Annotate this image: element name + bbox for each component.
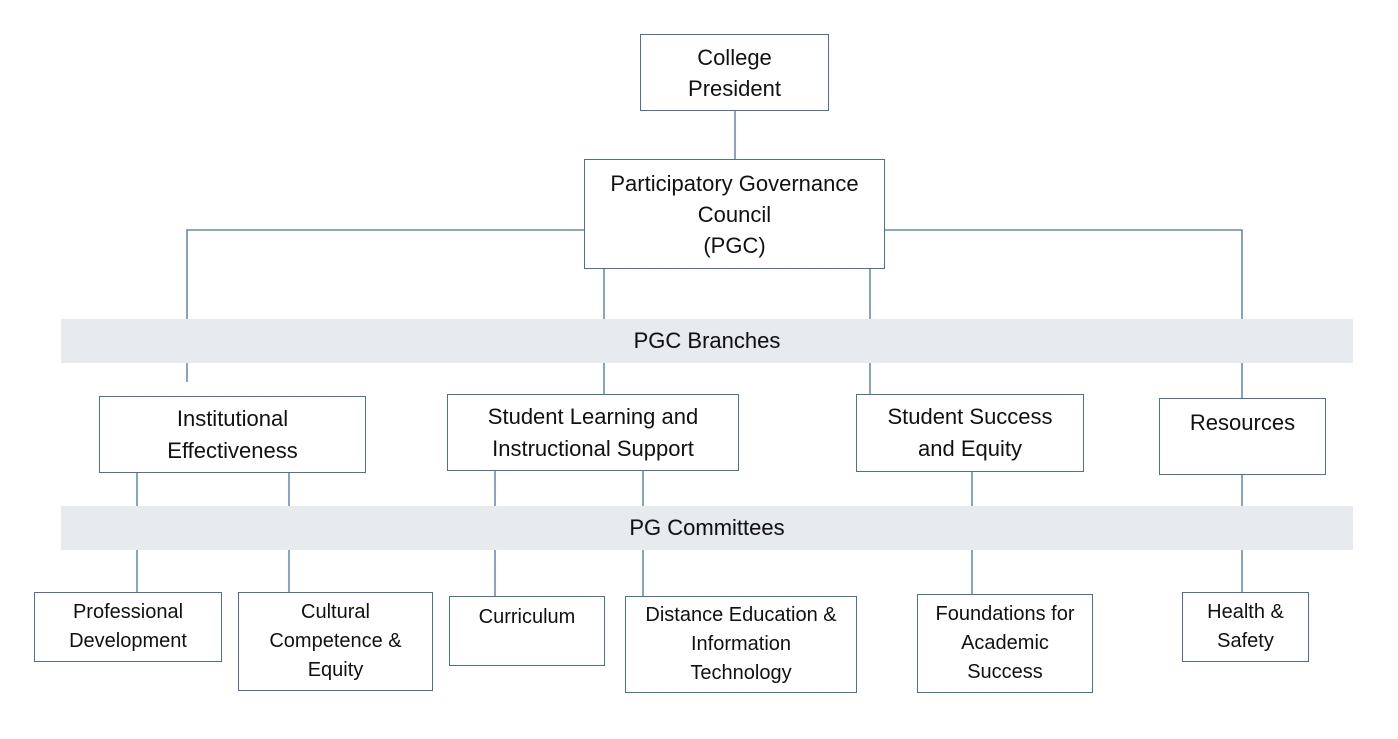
node-curriculum: Curriculum: [449, 596, 605, 666]
node-foundations-academic-success: Foundations for Academic Success: [917, 594, 1093, 693]
connector-pgc-resources: [884, 229, 1243, 399]
node-distance-education-information-technology: Distance Education & Information Technol…: [625, 596, 857, 693]
node-college-president: College President: [640, 34, 829, 111]
node-cultural-competence-equity: Cultural Competence & Equity: [238, 592, 433, 691]
node-professional-development: Professional Development: [34, 592, 222, 662]
node-student-learning-instructional-support: Student Learning and Instructional Suppo…: [447, 394, 739, 471]
node-participatory-governance-council: Participatory Governance Council (PGC): [584, 159, 885, 269]
node-health-safety: Health & Safety: [1182, 592, 1309, 662]
band-pg-committees: PG Committees: [61, 506, 1353, 550]
node-institutional-effectiveness: Institutional Effectiveness: [99, 396, 366, 473]
node-resources: Resources: [1159, 398, 1326, 475]
node-student-success-equity: Student Success and Equity: [856, 394, 1084, 472]
band-pgc-branches: PGC Branches: [61, 319, 1353, 363]
